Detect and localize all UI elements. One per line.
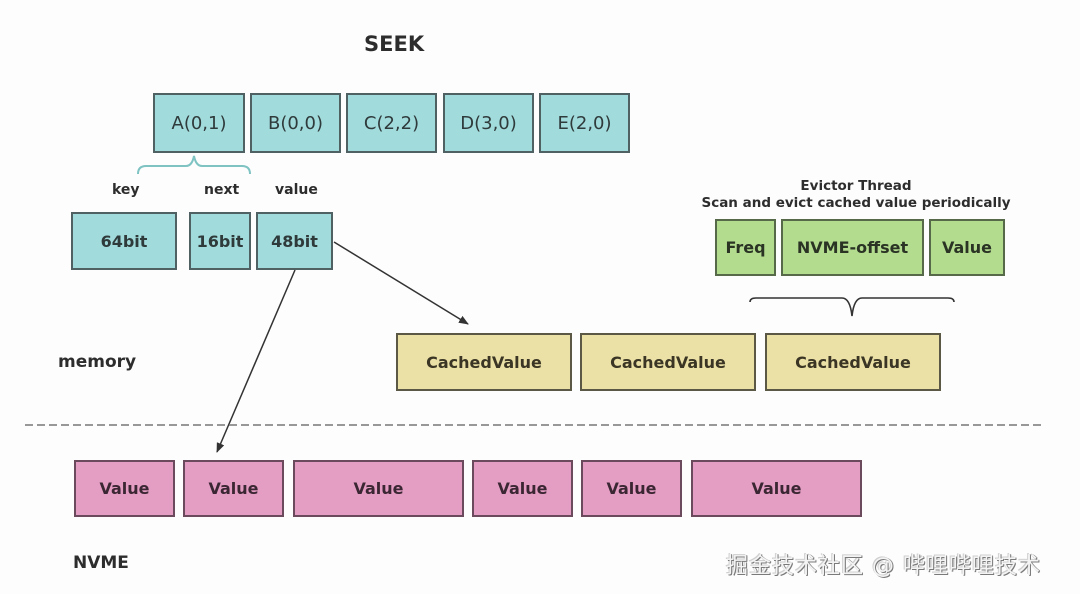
evictor-subtitle: Scan and evict cached value periodically (701, 195, 1011, 211)
index-slot-b: B(0,0) (250, 93, 341, 153)
nvme-value-label: Value (208, 479, 259, 498)
value-field-box: 48bit (256, 212, 333, 270)
evictor-nvme-offset-box: NVME-offset (781, 219, 924, 276)
nvme-label: NVME (73, 553, 129, 573)
evictor-value-box: Value (929, 219, 1005, 276)
index-slot-label: B(0,0) (267, 112, 324, 134)
nvme-value-label: Value (353, 479, 404, 498)
nvme-value-box: Value (74, 460, 175, 517)
index-slot-e: E(2,0) (539, 93, 630, 153)
index-slot-c: C(2,2) (346, 93, 437, 153)
cached-value-box: CachedValue (765, 333, 941, 391)
field-size: 16bit (196, 231, 244, 251)
index-slot-label: A(0,1) (171, 112, 227, 134)
field-size: 64bit (100, 231, 148, 251)
memory-label: memory (58, 352, 137, 372)
field-label-value: value (275, 182, 318, 198)
evictor-title: Evictor Thread (800, 178, 912, 194)
cached-value-label: CachedValue (795, 352, 911, 372)
field-size: 48bit (271, 231, 318, 251)
index-slot-d: D(3,0) (443, 93, 534, 153)
evictor-brace (749, 297, 955, 317)
nvme-value-box: Value (293, 460, 464, 517)
index-slot-label: D(3,0) (460, 112, 517, 134)
arrow-to-cached-value (333, 241, 469, 325)
evictor-field: Value (941, 238, 993, 257)
nvme-value-label: Value (751, 479, 802, 498)
evictor-field: Freq (725, 238, 766, 257)
cached-value-label: CachedValue (426, 352, 542, 372)
nvme-value-box: Value (691, 460, 862, 517)
cached-value-box: CachedValue (580, 333, 756, 391)
nvme-value-label: Value (99, 479, 150, 498)
cached-value-box: CachedValue (396, 333, 572, 391)
nvme-value-box: Value (581, 460, 682, 517)
key-field-box: 64bit (71, 212, 177, 270)
next-field-box: 16bit (189, 212, 251, 270)
index-slot-label: C(2,2) (363, 112, 420, 134)
evictor-field: NVME-offset (796, 238, 909, 257)
diagram-title: SEEK (364, 32, 425, 56)
nvme-value-box: Value (472, 460, 573, 517)
evictor-freq-box: Freq (715, 219, 776, 276)
nvme-value-label: Value (606, 479, 657, 498)
index-slot-a: A(0,1) (153, 93, 245, 153)
nvme-value-box: Value (183, 460, 284, 517)
watermark: 掘金技术社区 @ 哔哩哔哩技术 (726, 554, 1041, 579)
field-label-key: key (112, 182, 140, 198)
arrow-to-nvme-value (216, 269, 296, 453)
slot-brace (137, 155, 251, 175)
cached-value-label: CachedValue (610, 352, 726, 372)
index-slot-label: E(2,0) (557, 112, 612, 134)
field-label-next: next (204, 182, 240, 198)
nvme-value-label: Value (497, 479, 548, 498)
